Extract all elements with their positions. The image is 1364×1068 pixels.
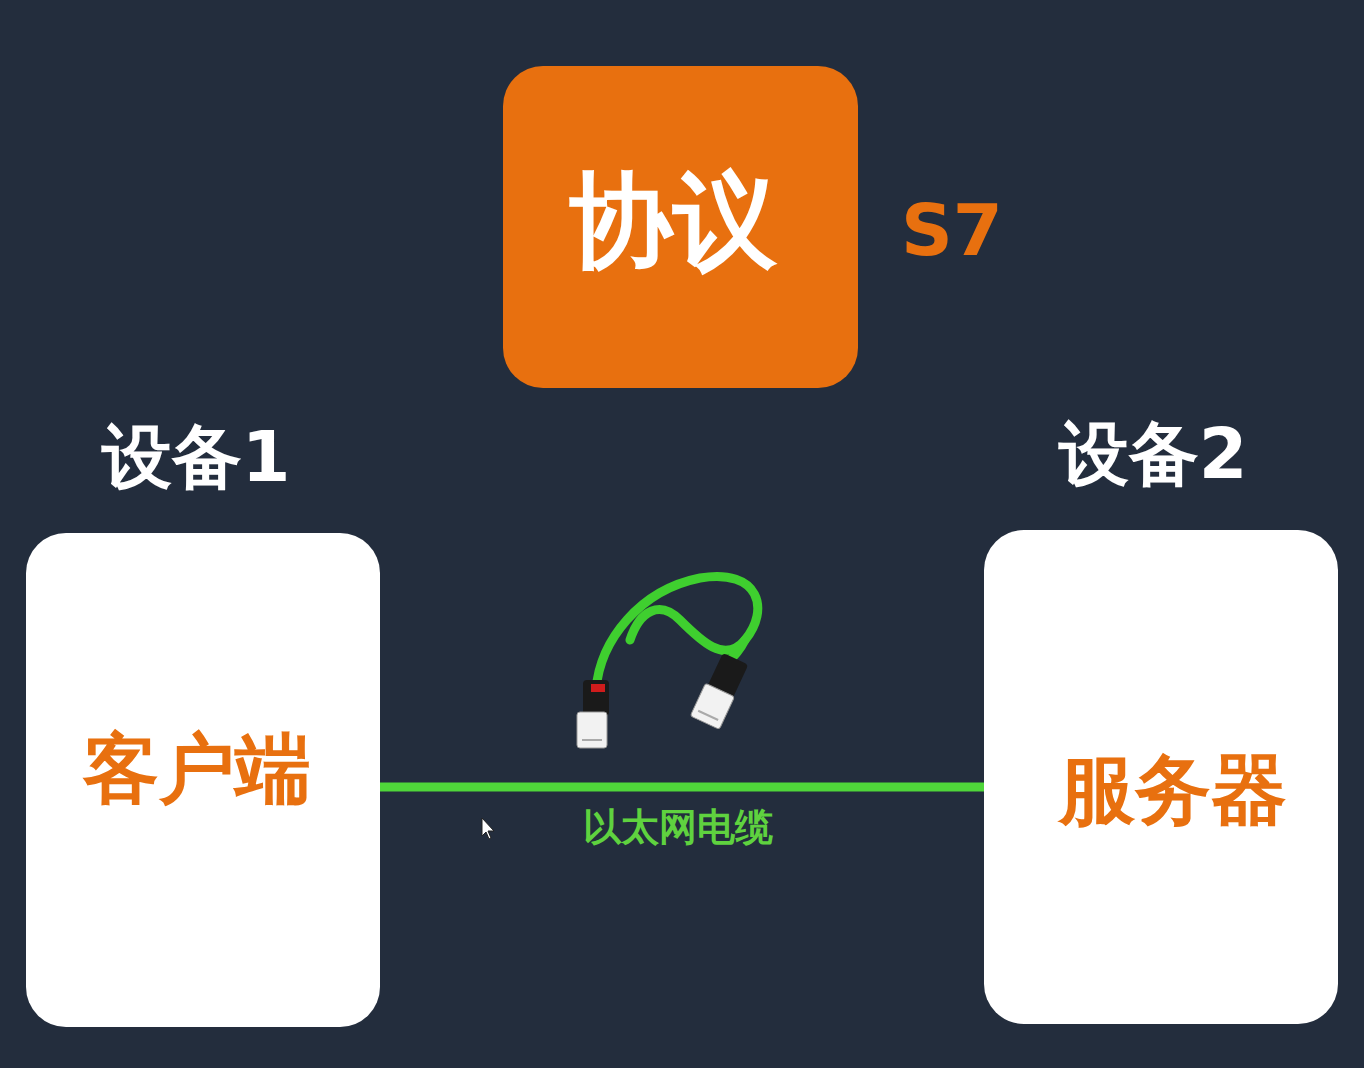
protocol-name: S7 xyxy=(901,188,1003,272)
connector xyxy=(577,680,609,748)
connector xyxy=(690,652,749,730)
device-box: 设备1客户端 xyxy=(26,533,380,1027)
device-heading: 设备2 xyxy=(968,412,1338,496)
box-label: 客户端 xyxy=(83,719,311,822)
edge-label: 以太网电缆 xyxy=(583,802,773,853)
ethernet-line xyxy=(380,783,984,792)
box-label: 协议 xyxy=(569,153,777,293)
device-box: 设备2服务器 xyxy=(984,530,1338,1024)
protocol-box: 协议 xyxy=(503,66,858,388)
mouse-cursor xyxy=(482,818,494,839)
device-heading: 设备1 xyxy=(12,415,380,499)
box-label: 服务器 xyxy=(1059,740,1287,843)
